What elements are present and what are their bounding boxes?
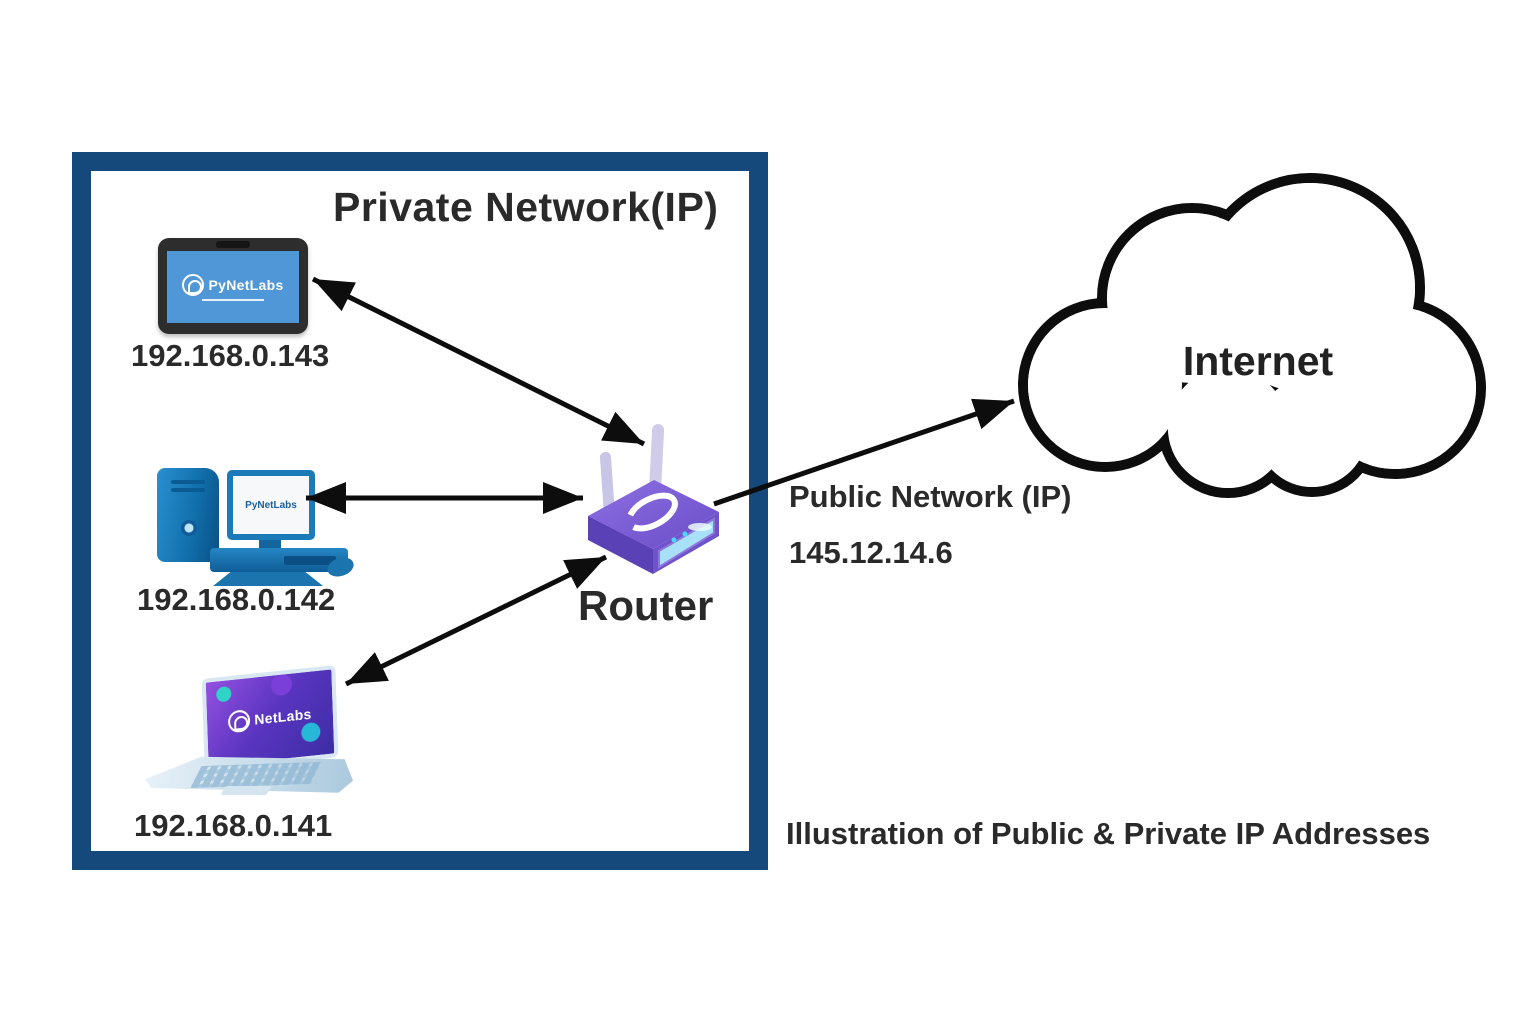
laptop-logo-text: NetLabs: [254, 705, 312, 728]
tablet-logo-text: PyNetLabs: [208, 276, 284, 293]
desktop-pedestal: [213, 572, 323, 586]
laptop-screen: NetLabs: [201, 665, 339, 771]
private-network-box: [72, 152, 768, 870]
ip-label-tablet: 192.168.0.143: [131, 338, 330, 373]
laptop-icon: NetLabs: [145, 665, 353, 800]
public-network-label: Public Network (IP): [789, 479, 1072, 514]
desktop-monitor: PyNetLabs: [227, 470, 315, 540]
desktop-base-unit: [210, 548, 348, 572]
tablet-camera: [216, 241, 250, 248]
pynetlabs-logo-icon: [182, 273, 205, 296]
ip-label-desktop: 192.168.0.142: [137, 582, 336, 617]
caption: Illustration of Public & Private IP Addr…: [786, 816, 1431, 851]
laptop-trackpad: [220, 786, 272, 795]
tablet-icon: PyNetLabs: [158, 238, 308, 334]
desktop-icon: PyNetLabs: [155, 460, 357, 586]
monitor-stand: [259, 540, 281, 550]
private-network-title: Private Network(IP): [333, 184, 719, 230]
ip-label-laptop: 192.168.0.141: [134, 808, 333, 843]
internet-label: Internet: [1182, 338, 1334, 384]
tablet-screen: PyNetLabs: [167, 251, 299, 323]
laptop-keyboard: [190, 761, 322, 789]
desktop-tower: [157, 468, 219, 562]
logo-underline: [202, 298, 264, 301]
internet-cloud: [1018, 173, 1486, 498]
desktop-logo-text: PyNetLabs: [245, 499, 297, 511]
public-ip-label: 145.12.14.6: [789, 535, 953, 570]
router-label: Router: [578, 582, 714, 629]
netlabs-logo-icon: [228, 709, 251, 734]
